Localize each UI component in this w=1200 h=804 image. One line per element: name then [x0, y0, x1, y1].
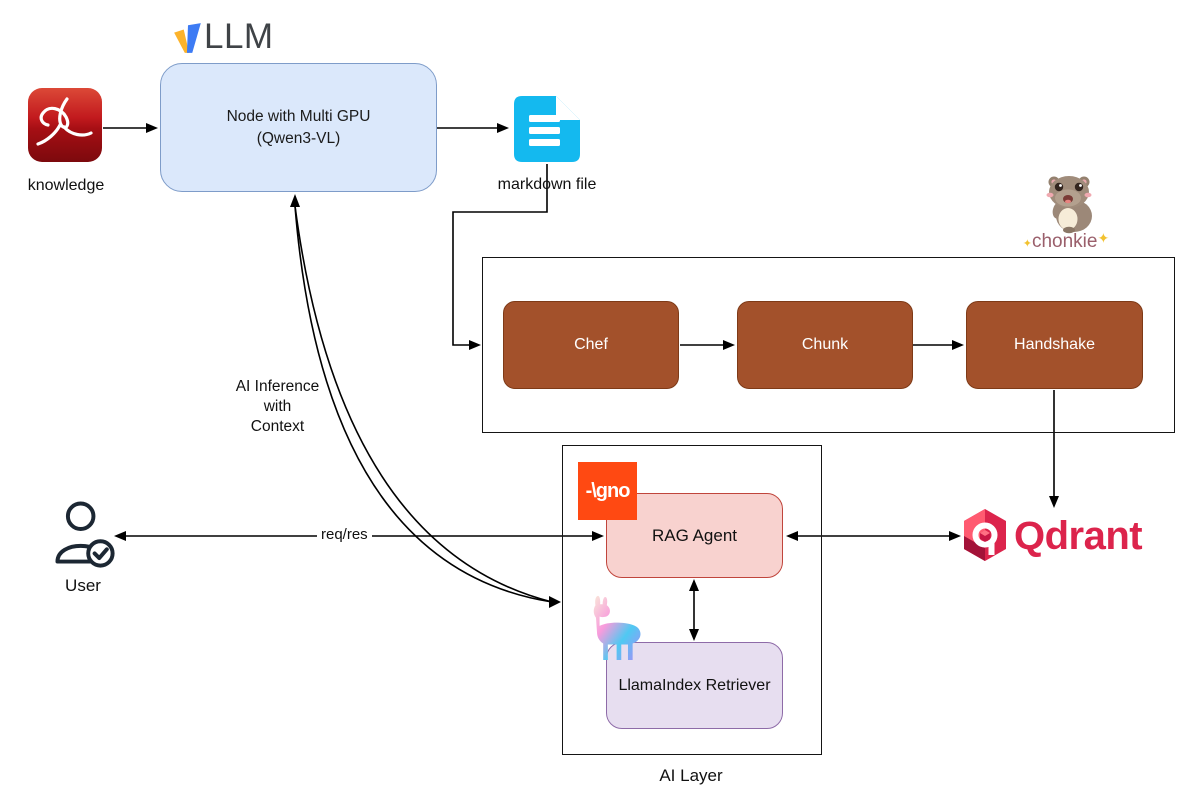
knowledge-label: knowledge [27, 177, 105, 194]
vllm-logo: LLM [172, 17, 274, 56]
handshake-label: Handshake [1014, 336, 1095, 353]
chonkie-pipeline-container [482, 257, 1175, 433]
markdown-file-label: markdown file [497, 176, 597, 193]
agno-logo-text: -\gno [585, 479, 631, 502]
chef-label: Chef [574, 336, 608, 353]
user-icon [50, 500, 116, 577]
ai-inference-edge-label: AI Inference with Context [220, 377, 335, 437]
pdf-acrobat-icon [28, 88, 102, 162]
qdrant-icon [961, 508, 1009, 569]
rag-agent-label: RAG Agent [651, 525, 738, 545]
vllm-logo-text: LLM [204, 17, 274, 56]
node-multi-gpu-box: Node with Multi GPU (Qwen3-VL) [160, 63, 437, 192]
ai-layer-label: AI Layer [659, 766, 723, 785]
req-res-edge-label: req/res [317, 526, 372, 543]
inference-line1: AI Inference [235, 378, 320, 395]
qdrant-wordmark: Qdrant [1014, 514, 1143, 558]
node-gpu-line1: Node with Multi GPU [226, 107, 371, 125]
inference-line3: Context [250, 418, 305, 435]
llama-icon [582, 594, 644, 669]
sparkle-icon: ✦ [1022, 238, 1032, 250]
vllm-v-icon [174, 23, 201, 53]
llamaindex-retriever-label: LlamaIndex Retriever [618, 676, 771, 694]
agno-logo: -\gno [578, 462, 637, 520]
sparkle-icon: ✦ [1097, 230, 1110, 246]
chonkie-hippo-icon [1038, 172, 1102, 239]
node-gpu-line2: (Qwen3-VL) [256, 129, 341, 147]
chunk-box: Chunk [737, 301, 913, 389]
user-label: User [65, 576, 101, 595]
chef-box: Chef [503, 301, 679, 389]
chonkie-wordmark: ✦chonkie✦ [1008, 230, 1124, 253]
markdown-file-icon [512, 94, 582, 169]
chonkie-label: chonkie [1031, 231, 1098, 252]
handshake-box: Handshake [966, 301, 1143, 389]
chunk-label: Chunk [801, 336, 849, 353]
ai-layer-container [562, 445, 822, 755]
llamaindex-retriever-box: LlamaIndex Retriever [606, 642, 783, 729]
inference-line2: with [263, 398, 292, 415]
